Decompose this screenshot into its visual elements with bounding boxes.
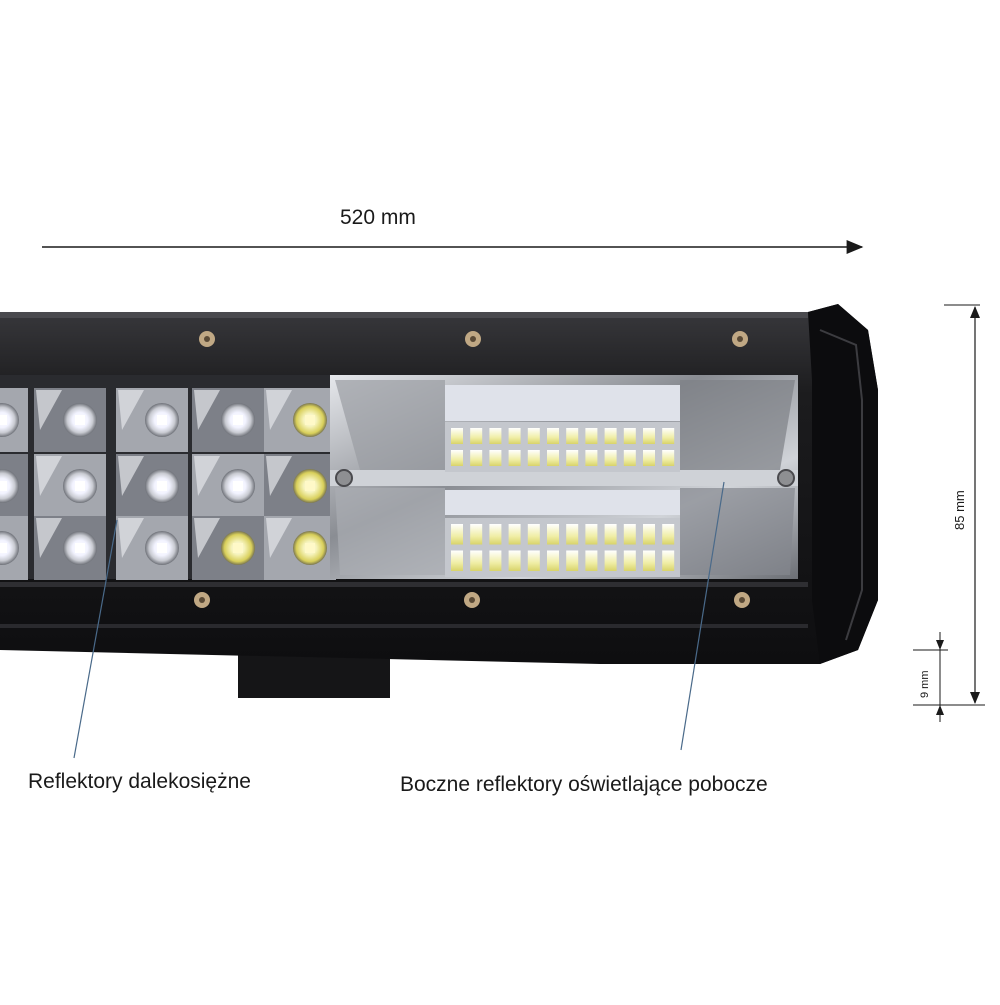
smd-led	[470, 524, 483, 545]
smd-led	[527, 428, 540, 444]
smd-led	[643, 428, 655, 444]
smd-led	[643, 524, 655, 545]
smd-led	[623, 450, 636, 466]
smd-led	[623, 524, 636, 545]
smd-led	[527, 450, 540, 466]
smd-led	[643, 550, 655, 571]
flood-smd-led-strips	[445, 422, 680, 577]
smd-led	[566, 428, 579, 444]
smd-led	[566, 550, 579, 571]
screw-heads	[194, 331, 750, 608]
smd-led	[470, 550, 483, 571]
smd-led	[662, 450, 675, 466]
callout-side-flood-lights: Boczne reflektory oświetlające pobocze	[400, 773, 768, 796]
smd-led	[489, 450, 502, 466]
smd-led	[585, 450, 598, 466]
smd-led	[566, 524, 579, 545]
spot-led	[0, 531, 19, 565]
smd-led	[662, 550, 675, 571]
spot-led	[0, 469, 19, 503]
spot-led-grid	[0, 388, 336, 580]
smd-led	[451, 524, 463, 545]
smd-led	[547, 524, 559, 545]
smd-led	[527, 550, 540, 571]
smd-led	[527, 524, 540, 545]
foot-dimension-label: 9 mm	[919, 670, 931, 699]
smd-led	[470, 450, 483, 466]
smd-led	[623, 550, 636, 571]
smd-led	[643, 450, 655, 466]
smd-led	[508, 550, 521, 571]
smd-led	[451, 428, 463, 444]
smd-led	[604, 550, 617, 571]
height-dimension-label: 85 mm	[952, 490, 967, 530]
smd-led	[662, 524, 675, 545]
width-dimension-label: 520 mm	[340, 206, 416, 229]
smd-led	[489, 550, 502, 571]
smd-led	[585, 550, 598, 571]
smd-led	[604, 524, 617, 545]
smd-led	[604, 428, 617, 444]
smd-led	[566, 450, 579, 466]
smd-led	[547, 428, 559, 444]
callout-right-line	[680, 481, 725, 751]
smd-led	[451, 550, 463, 571]
smd-led	[489, 428, 502, 444]
smd-led	[662, 428, 675, 444]
smd-led	[508, 524, 521, 545]
callout-spot-lights: Reflektory dalekosiężne	[28, 770, 251, 793]
smd-led	[451, 450, 463, 466]
end-cap	[808, 304, 878, 664]
smd-led	[547, 550, 559, 571]
smd-led	[489, 524, 502, 545]
smd-led	[470, 428, 483, 444]
smd-led	[604, 450, 617, 466]
smd-led	[585, 428, 598, 444]
smd-led	[623, 428, 636, 444]
smd-led	[585, 524, 598, 545]
spot-led	[0, 403, 19, 437]
callout-left-line	[73, 519, 118, 759]
smd-led	[547, 450, 559, 466]
smd-led	[508, 428, 521, 444]
smd-led	[508, 450, 521, 466]
